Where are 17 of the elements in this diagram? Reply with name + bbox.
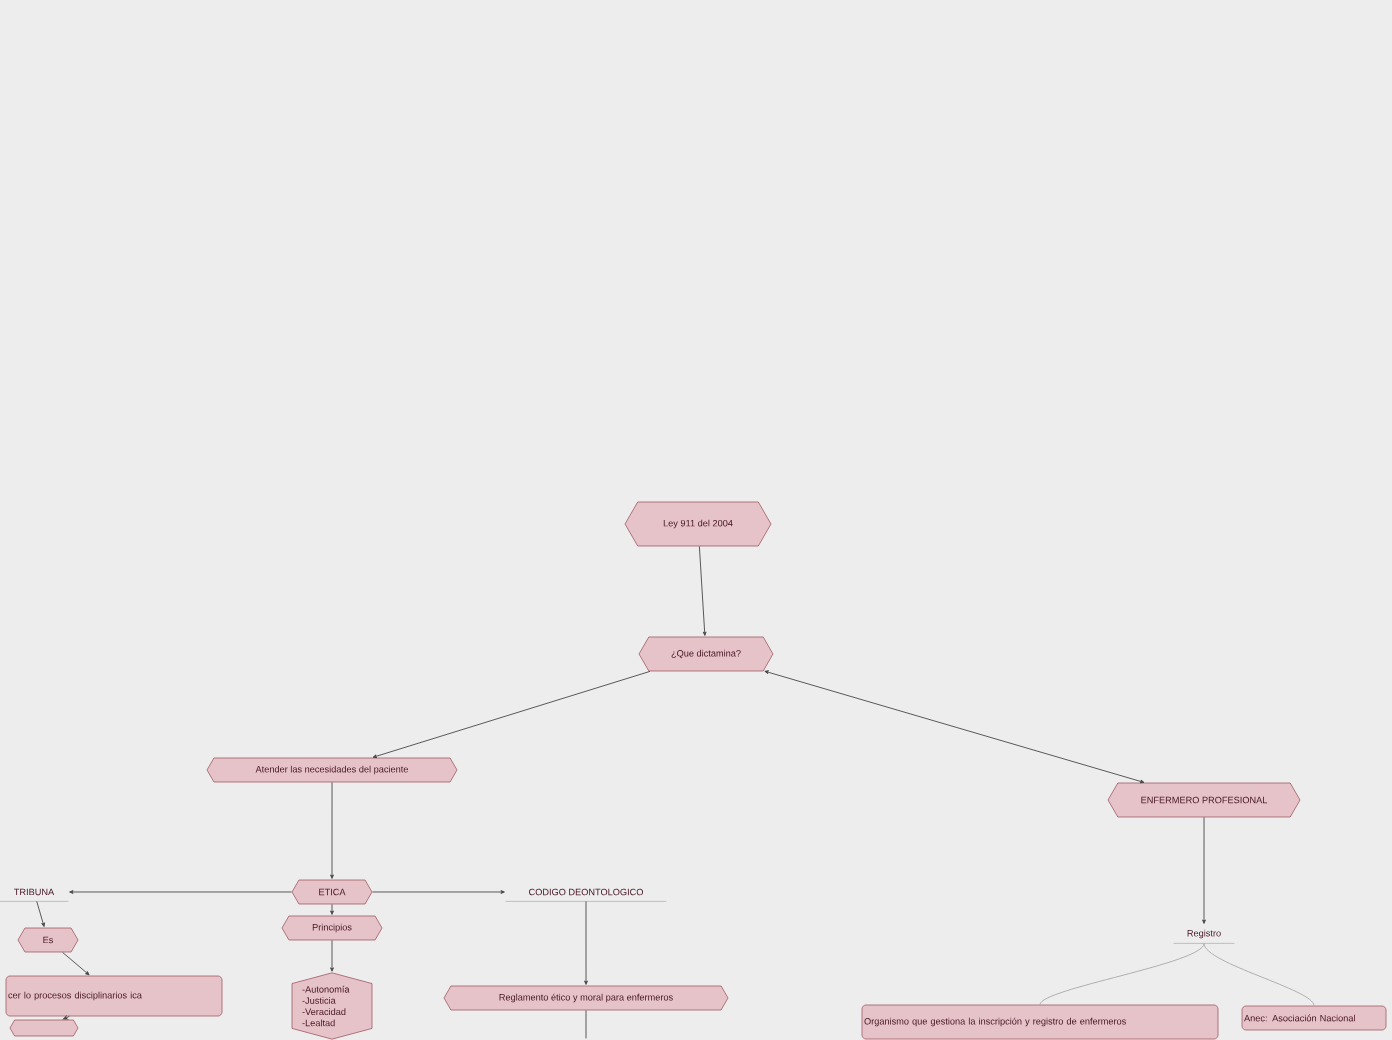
arrow xyxy=(698,545,707,636)
arrow xyxy=(584,900,588,985)
arrow xyxy=(330,781,334,879)
arrow xyxy=(1202,816,1206,924)
arrow xyxy=(63,1015,70,1020)
connector-line xyxy=(585,1009,587,1039)
arrow xyxy=(69,890,292,894)
arrow xyxy=(764,670,1145,784)
arrow xyxy=(62,951,90,976)
arrow xyxy=(36,900,45,927)
arrow xyxy=(330,939,334,972)
arrow xyxy=(372,890,505,894)
connector-line xyxy=(1203,942,1315,1007)
arrow xyxy=(330,903,334,915)
process-hexagon xyxy=(9,1019,79,1037)
connector-line xyxy=(1039,942,1205,1006)
arrow xyxy=(372,670,651,759)
